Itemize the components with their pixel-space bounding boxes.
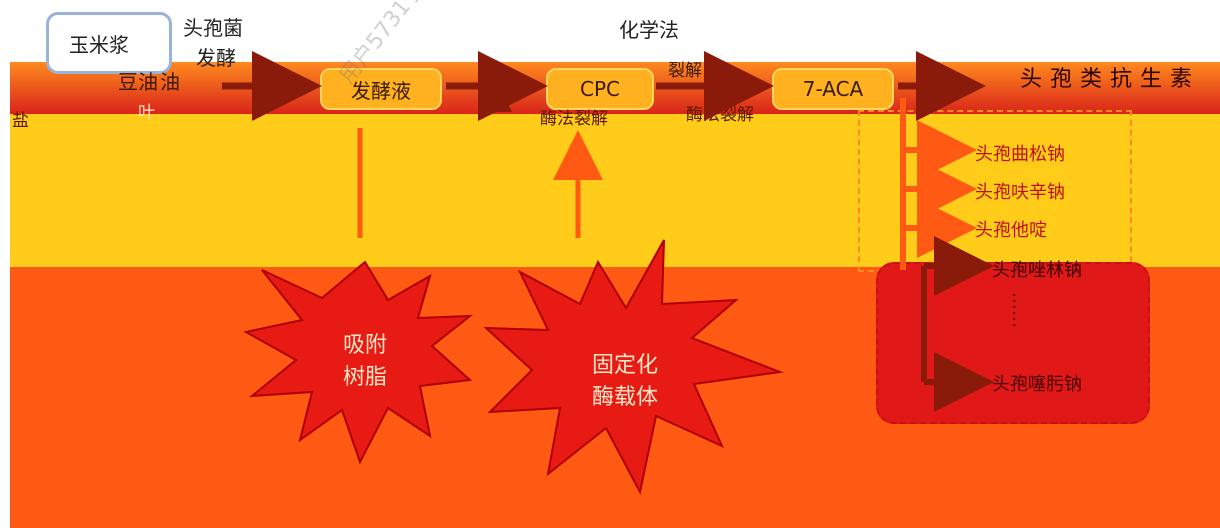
- fermentation-label-top: 头孢菌: [183, 16, 243, 40]
- carrier-star: [483, 239, 784, 495]
- raw-material-box: 玉米浆: [46, 12, 172, 74]
- node-cpc: CPC: [546, 68, 654, 110]
- raw-soy-label: 豆油: [118, 70, 158, 94]
- product-item: 头孢曲松钠: [975, 144, 1065, 165]
- left-salt-label: 盐: [12, 111, 29, 131]
- node-broth: 发酵液: [320, 68, 442, 110]
- product-item: 头孢呋辛钠: [975, 182, 1065, 203]
- node-7aca: 7-ACA: [772, 68, 894, 110]
- raw-corn-label: 玉米浆: [69, 33, 129, 57]
- raw-oil-label: 油: [160, 70, 180, 94]
- product-ellipsis: ……: [1008, 292, 1029, 328]
- product-item: 头孢唑林钠: [992, 260, 1082, 281]
- resin-star-label: 吸附 树脂: [320, 330, 410, 394]
- resin-line-1: 吸附: [342, 333, 387, 358]
- fermentation-label-bottom: 发酵: [196, 46, 236, 70]
- carrier-line-1: 固定化: [591, 353, 658, 378]
- product-item: 头孢他啶: [975, 220, 1047, 241]
- top-band: [0, 0, 1220, 62]
- raw-leaf-label: 叶: [138, 103, 155, 123]
- chemical-lysis-label: 裂解: [668, 61, 702, 81]
- product-item: 头孢噻肟钠: [992, 374, 1082, 395]
- carrier-line-2: 酶载体: [591, 385, 658, 410]
- resin-star: [243, 260, 474, 465]
- up-marker: [496, 96, 512, 112]
- carrier-star-label: 固定化 酶载体: [570, 350, 680, 414]
- resin-line-2: 树脂: [342, 365, 387, 390]
- chemical-method-label: 化学法: [619, 18, 679, 42]
- antibiotics-title: 头孢类抗生素: [1020, 67, 1201, 92]
- enzyme-lysis-label-left: 酶法裂解: [540, 109, 608, 129]
